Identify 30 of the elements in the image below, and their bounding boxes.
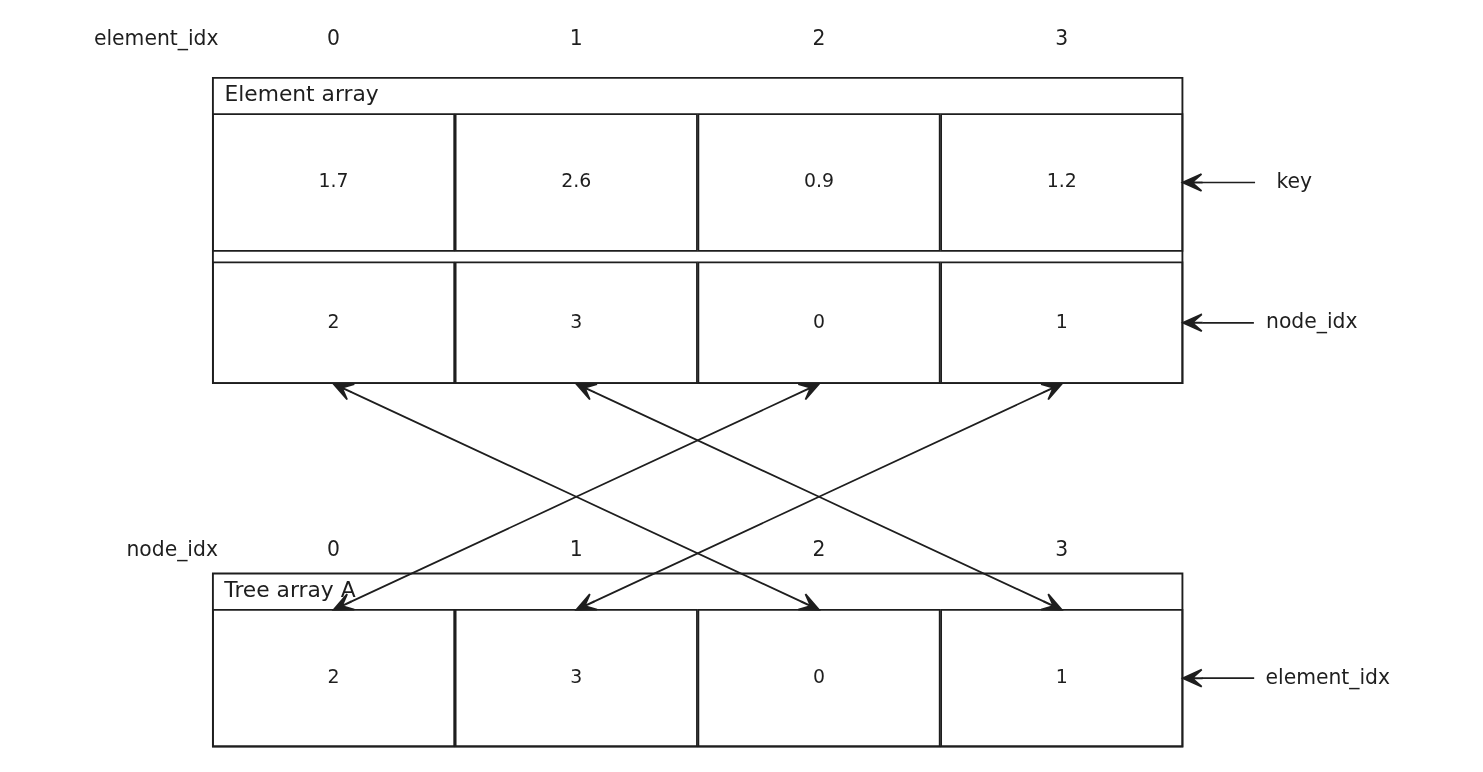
node-text: node_idx bbox=[1265, 309, 1358, 334]
node-box: 1 bbox=[939, 609, 1183, 748]
node-box: 2 bbox=[211, 609, 455, 748]
node-box: 2.6 bbox=[454, 113, 698, 252]
node-text: key bbox=[1276, 168, 1312, 193]
arrow bbox=[1181, 173, 1256, 192]
arrow bbox=[574, 382, 1063, 611]
node-box: 1.7 bbox=[211, 113, 455, 252]
label: 1 bbox=[569, 537, 583, 562]
label: 0 bbox=[326, 537, 340, 562]
arrow bbox=[332, 382, 820, 611]
node-box: 3 bbox=[454, 609, 698, 748]
arrow bbox=[1181, 313, 1255, 333]
node-box: 1 bbox=[939, 261, 1183, 384]
label: element_idx bbox=[93, 26, 219, 51]
label: 3 bbox=[1054, 537, 1068, 562]
node-box: 0 bbox=[697, 261, 941, 384]
node-text: element_idx bbox=[1264, 664, 1390, 689]
node-box: 3 bbox=[454, 261, 698, 384]
node-box: 2 bbox=[211, 261, 455, 384]
label: 3 bbox=[1054, 26, 1068, 51]
arrow bbox=[1181, 668, 1255, 688]
node-box: 0 bbox=[697, 609, 941, 748]
node-box: 0.9 bbox=[697, 113, 941, 252]
label: 2 bbox=[812, 537, 826, 562]
node-box: 1.2 bbox=[939, 113, 1183, 252]
label: 2 bbox=[812, 26, 826, 51]
label: node_idx bbox=[125, 537, 218, 562]
label: 0 bbox=[326, 26, 340, 51]
label: 1 bbox=[569, 26, 583, 51]
